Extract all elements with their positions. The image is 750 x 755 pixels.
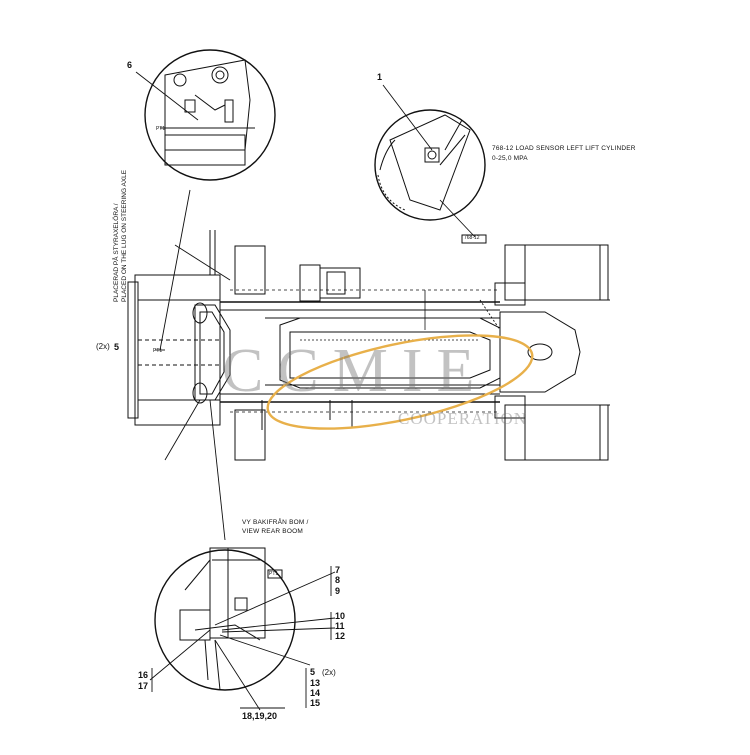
placed-note-swedish: PLACERAD PÅ STYRAXELÖRA / xyxy=(113,203,120,302)
leader-lines xyxy=(135,71,501,711)
pt-tag-top: PT1 xyxy=(156,126,166,132)
callout-1: 1 xyxy=(377,72,383,82)
callout-8: 8 xyxy=(335,575,341,585)
pt-tag-left: PT1 xyxy=(153,348,163,354)
chassis-frame xyxy=(127,230,610,461)
callout-17: 17 xyxy=(138,681,149,691)
pt-tag-bottom: PT1 xyxy=(269,571,279,577)
callout-12: 12 xyxy=(335,631,346,641)
callout-11: 11 xyxy=(335,621,345,631)
callout-16: 16 xyxy=(138,670,149,680)
view-note-english: VIEW REAR BOOM xyxy=(242,528,303,535)
callout-2x-bottom: (2x) xyxy=(322,668,336,677)
placed-note-english: PLACED ON THE LUG ON STEERING AXLE xyxy=(121,169,128,302)
callout-6: 6 xyxy=(127,60,133,70)
callout-2x-left: (2x) xyxy=(96,342,110,351)
sensor-note-line1: 768-12 LOAD SENSOR LEFT LIFT CYLINDER xyxy=(492,145,636,152)
callout-13: 13 xyxy=(310,678,321,688)
callout-14: 14 xyxy=(310,688,321,698)
view-note-swedish: VY BAKIFRÅN BOM / xyxy=(242,519,309,526)
callout-9: 9 xyxy=(335,586,341,596)
detail-circle-top-right xyxy=(374,109,487,244)
sensor-note-line2: 0-25,0 MPA xyxy=(492,155,528,162)
callout-7: 7 xyxy=(335,565,341,575)
callout-15: 15 xyxy=(310,698,321,708)
callout-18-19-20: 18,19,20 xyxy=(242,711,278,721)
callout-5-left: 5 xyxy=(114,342,120,352)
watermark-brand: CCMIE xyxy=(222,337,489,405)
sensor-tag: 768-12 xyxy=(464,235,480,241)
callout-5-bottom: 5 xyxy=(310,667,316,677)
callout-10: 10 xyxy=(335,611,346,621)
watermark-swoosh xyxy=(266,334,534,430)
detail-circle-top-left xyxy=(144,49,276,181)
detail-circle-bottom xyxy=(154,547,296,691)
watermark-subtitle: COOPERATION xyxy=(398,409,528,428)
